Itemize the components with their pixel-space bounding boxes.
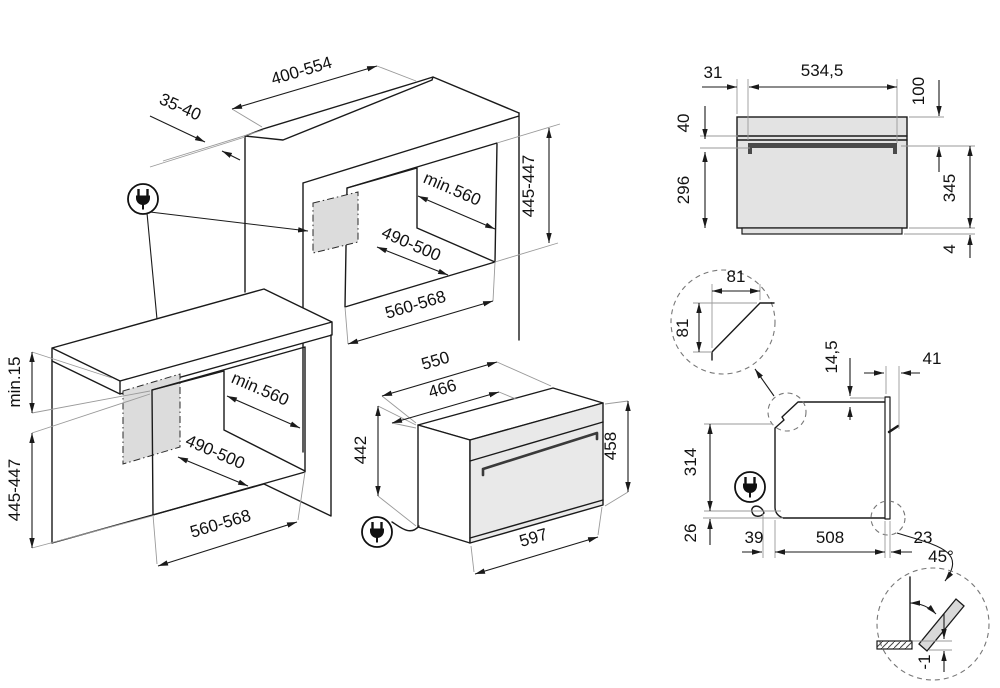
dim-front-gap: 41	[923, 349, 942, 368]
tall-cabinet-extension-lines	[149, 65, 561, 345]
front-view-bracket	[748, 143, 897, 148]
dim-floor-offset: -1	[915, 654, 934, 669]
dim-foot-angle: 45°	[928, 547, 954, 566]
outlet-leader-upper	[149, 211, 309, 233]
tall-cabinet-niche-opening	[344, 142, 498, 308]
front-view-bracket-hook-right	[893, 148, 897, 154]
dim-oven-height-front: 458	[601, 432, 620, 460]
corner-detail-circle	[876, 567, 990, 681]
oven-door-lines	[469, 421, 604, 539]
dim-oven-height-rear: 442	[351, 436, 370, 464]
front-view: 31 534,5 100 40 296 345 4	[674, 61, 975, 258]
dim-line-niche-depth	[417, 195, 496, 230]
dim-bottom-gap: 26	[681, 524, 700, 543]
dim-line-angle-arc	[909, 600, 937, 615]
tall-cabinet-top-edges	[244, 76, 520, 141]
tall-cabinet-view: 400-554 35-40 min.560 490-500 560-568 44…	[126, 53, 561, 453]
dim-body-depth: 508	[816, 528, 844, 547]
dim-top-to-bracket: 100	[909, 77, 928, 105]
side-view: 14,5 41 314 26 39 508 23	[681, 340, 954, 582]
dim-base-gap: 4	[940, 244, 959, 253]
oven-cord	[391, 521, 420, 532]
dim-band-height: 40	[674, 114, 693, 133]
tall-cabinet-outlet-area	[312, 191, 359, 254]
dim-chamfer-width: 81	[727, 267, 746, 286]
dim-line-base-niche-outer-width	[157, 521, 298, 567]
dim-top-cutout-depth: 35-40	[157, 89, 204, 124]
base-cabinet-outlet-area	[122, 373, 181, 465]
foot-reference-circle	[870, 500, 906, 536]
dim-bracket-to-bottom: 296	[674, 176, 693, 204]
base-cabinet-niche-interior	[151, 370, 306, 472]
power-plug-icon	[733, 470, 767, 504]
dim-oven-depth-body: 466	[426, 376, 459, 402]
front-view-base-strip	[741, 227, 903, 235]
chamfer-reference-circle	[767, 392, 807, 432]
dim-top-cutout-width: 400-554	[269, 53, 334, 89]
dim-base-niche-depth: min.560	[229, 368, 292, 410]
front-view-body	[736, 116, 908, 229]
dim-line-niche-outer-width	[347, 300, 494, 345]
dim-worktop-clearance: min.15	[5, 356, 24, 407]
front-view-extension-lines	[700, 79, 975, 235]
dim-left-offset: 31	[704, 63, 723, 82]
dim-line-top-cutout-depth-b	[221, 150, 241, 161]
chamfer-detail-lines	[711, 302, 775, 361]
side-view-door	[884, 396, 891, 520]
front-view-bracket-hook-left	[748, 148, 752, 154]
corner-detail-extensions	[913, 640, 952, 651]
dim-line-base-niche-depth	[226, 395, 301, 429]
dim-chamfer-height: 81	[673, 319, 692, 338]
dim-line-top-cutout-width	[231, 65, 378, 110]
dim-line-base-niche-inner-width	[177, 456, 249, 487]
front-view-band-lines	[736, 135, 908, 141]
dim-rear-height: 314	[681, 448, 700, 476]
base-cabinet-extension-lines	[31, 351, 306, 565]
dim-bracket-width: 534,5	[801, 61, 844, 80]
oven-isometric-view: 550 466 442 458 597	[351, 348, 631, 575]
base-cabinet-view: min.15 445-447 min.560 490-500 560-568	[5, 288, 333, 567]
side-view-body	[774, 401, 886, 519]
oven-front-face	[469, 402, 604, 544]
tall-cabinet-niche-interior	[346, 167, 496, 263]
side-view-extension-lines	[703, 366, 900, 558]
chamfer-detail: 81 81	[670, 267, 776, 375]
dim-line-oven-width	[474, 536, 599, 575]
chamfer-detail-leader	[754, 368, 775, 397]
dim-line-oven-depth-body	[391, 391, 500, 424]
dim-oven-depth-overall: 550	[419, 348, 452, 374]
dim-cable-offset: 39	[745, 528, 764, 547]
dim-base-niche-height: 445-447	[5, 459, 24, 521]
chamfer-detail-extensions	[693, 284, 761, 353]
dim-line-oven-depth-overall	[381, 361, 498, 397]
dim-base-niche-outer-width: 560-568	[188, 506, 253, 542]
dim-top-gap: 14,5	[822, 340, 841, 373]
side-view-cord	[751, 505, 765, 517]
corner-detail: 45° -1	[876, 547, 990, 681]
chamfer-detail-circle	[670, 269, 776, 375]
dim-niche-height: 445-447	[519, 155, 538, 217]
corner-detail-floor	[876, 640, 913, 650]
dim-door-thickness: 23	[914, 528, 933, 547]
worktop	[51, 288, 333, 395]
dim-line-top-cutout-depth-a	[149, 115, 206, 143]
side-view-hook	[887, 424, 900, 434]
oven-handle	[481, 431, 599, 477]
oven-left-face	[417, 424, 471, 544]
power-plug-icon	[126, 182, 160, 216]
power-plug-icon	[360, 515, 394, 549]
dim-bracket-to-base: 345	[940, 174, 959, 202]
dim-line-niche-inner-width	[376, 246, 449, 276]
foot-detail-leader	[896, 532, 954, 582]
